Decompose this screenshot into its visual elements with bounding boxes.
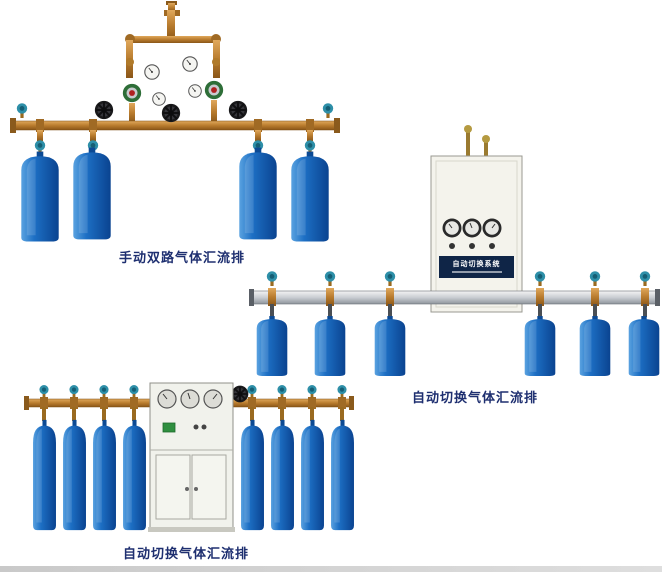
auto-switch-wall-figure — [249, 125, 660, 376]
gas-cylinder — [239, 147, 277, 240]
cabinet-base — [148, 527, 235, 532]
riser-pipe — [307, 130, 313, 141]
handwheel-valve — [93, 99, 115, 121]
cabinet-gauges — [442, 218, 502, 238]
pipe-tee — [254, 119, 262, 132]
cylinder-necks — [42, 407, 344, 421]
center-riser-pipe — [167, 10, 175, 40]
cabinet-gauges — [157, 389, 223, 409]
handwheel-valve — [227, 99, 249, 121]
cabinet-label: 自动切换系统 — [452, 260, 501, 268]
cabinet-knob — [449, 243, 455, 249]
auto-switch-cabinet-figure — [24, 382, 354, 532]
gas-cylinder — [374, 316, 406, 376]
manual-dual-manifold-figure — [10, 1, 340, 242]
bottom-edge-strip — [0, 566, 662, 572]
pressure-gauge — [182, 56, 198, 72]
pipe-stub — [168, 3, 175, 12]
regulator-pipe — [211, 100, 217, 123]
cabinet-inlet-pipe — [466, 130, 470, 158]
cabinet-inner-panel — [435, 160, 518, 308]
gas-cylinder — [301, 419, 324, 531]
gas-cylinder — [579, 316, 611, 376]
cabinet-knob — [193, 424, 199, 430]
gas-cylinder — [241, 419, 264, 531]
gas-cylinder — [63, 419, 86, 531]
gas-regulator — [122, 83, 142, 103]
cabinet-knob — [201, 424, 207, 430]
cabinet-door — [191, 454, 227, 520]
door-handle — [185, 487, 189, 491]
gas-cylinder — [331, 419, 354, 531]
bar-fittings — [268, 288, 649, 306]
figure-caption-auto-cabinet: 自动切换气体汇流排 — [122, 547, 249, 562]
gas-cylinder — [256, 316, 288, 376]
door-handle — [194, 487, 198, 491]
gas-cylinder — [73, 147, 111, 240]
riser-pipe — [37, 130, 43, 141]
figure-caption-manual-dual: 手动双路气体汇流排 — [118, 251, 245, 266]
pipe-end-cap — [349, 396, 354, 410]
cylinder-pigtails — [270, 304, 647, 317]
gas-cylinder — [93, 419, 116, 531]
bar-end-cap — [249, 289, 254, 306]
regulator-pipe — [129, 103, 135, 123]
pipe-tees — [40, 397, 346, 409]
pipe-fitting — [126, 58, 134, 66]
cabinet-door — [155, 454, 191, 520]
pipe-tee — [36, 119, 44, 132]
gas-cylinder — [33, 419, 56, 531]
gas-cylinder — [291, 151, 329, 242]
pipe-fitting — [482, 135, 490, 143]
gas-cylinder — [21, 151, 59, 242]
gas-cylinder — [524, 316, 556, 376]
gas-regulator — [204, 80, 224, 100]
pressure-gauge — [152, 92, 166, 106]
pressure-gauge — [144, 64, 160, 80]
pipe-end-cap — [24, 396, 29, 410]
pipe-fitting — [212, 58, 220, 66]
pipe-tee — [89, 119, 97, 132]
pipe-end-cap — [334, 118, 340, 133]
cabinet-inlet-pipe — [484, 140, 488, 158]
riser-pipe — [255, 130, 261, 141]
handwheel-valve — [160, 102, 182, 124]
cabinet-sublabel-line — [452, 271, 502, 273]
pipe-end-cap — [10, 118, 16, 133]
cabinet-knob — [469, 243, 475, 249]
gas-cylinder — [123, 419, 146, 531]
gas-cylinder — [314, 316, 346, 376]
indicator-light — [162, 422, 176, 433]
figure-caption-auto-wall: 自动切换气体汇流排 — [411, 391, 538, 406]
pipe-fitting — [464, 125, 472, 133]
gas-cylinder — [271, 419, 294, 531]
gas-cylinder — [628, 316, 660, 376]
pressure-gauge — [188, 84, 202, 98]
riser-pipe — [90, 130, 96, 141]
manifold-pipe — [13, 120, 337, 131]
pipe-tee — [306, 119, 314, 132]
handwheel-valve — [230, 384, 250, 404]
bar-end-cap — [655, 289, 660, 306]
cylinder-valve — [16, 103, 28, 118]
top-header-pipe — [128, 36, 218, 43]
cabinet-knob — [489, 243, 495, 249]
cylinder-valve — [322, 103, 334, 118]
